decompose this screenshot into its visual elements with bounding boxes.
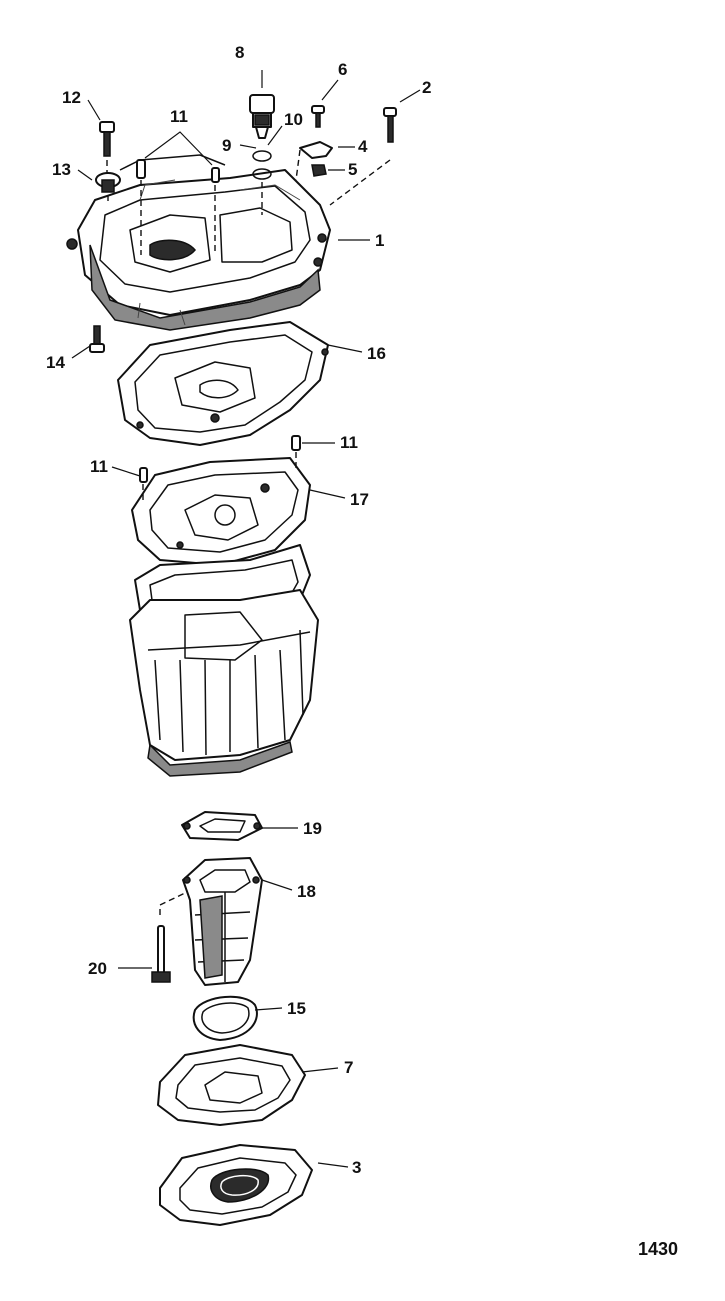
part-11-pin-left	[139, 467, 148, 500]
lower-block-assembly	[129, 544, 319, 777]
callout-5: 5	[348, 160, 357, 179]
part-3-adapter-plate	[159, 1144, 313, 1226]
callout-8: 8	[235, 43, 244, 62]
callout-labels: 1 2 3 4 5 6 7 8 9 10 11 11 11 12 13 14 1…	[46, 43, 431, 1177]
part-13-plug	[95, 172, 121, 205]
part-7-gasket	[157, 1044, 306, 1126]
callout-14: 14	[46, 353, 65, 372]
callout-13: 13	[52, 160, 71, 179]
part-20-bolt	[151, 892, 186, 983]
callout-11-left: 11	[90, 457, 108, 476]
callout-7: 7	[344, 1058, 353, 1077]
callout-1: 1	[375, 231, 384, 250]
part-8-sensor	[249, 94, 275, 139]
callout-6: 6	[338, 60, 347, 79]
callout-11-top: 11	[170, 107, 188, 126]
callout-9: 9	[222, 136, 231, 155]
part-12-bolt	[99, 121, 115, 180]
callout-11-right: 11	[340, 433, 358, 452]
callout-3: 3	[352, 1158, 361, 1177]
part-14-bolt	[89, 325, 105, 353]
part-5-nut	[311, 164, 327, 177]
callout-15: 15	[287, 999, 306, 1018]
part-1-housing	[66, 154, 331, 331]
part-10-o-ring	[252, 150, 272, 162]
part-4-bracket	[295, 141, 333, 181]
callout-18: 18	[297, 882, 316, 901]
part-17-plate	[131, 457, 311, 566]
part-6-screw	[311, 105, 325, 128]
callout-20: 20	[88, 959, 107, 978]
part-11-pin-top-right	[211, 167, 220, 255]
part-18-exhaust-tube	[182, 857, 263, 986]
callout-16: 16	[367, 344, 386, 363]
part-16-gasket	[117, 321, 329, 446]
callout-12: 12	[62, 88, 81, 107]
callout-4: 4	[358, 137, 368, 156]
figure-id: 1430	[638, 1239, 678, 1259]
part-11-pin-right	[291, 435, 301, 468]
callout-2: 2	[422, 78, 431, 97]
leader-lines	[71, 70, 421, 1168]
part-19-small-gasket	[181, 811, 263, 841]
part-15-seal-ring	[192, 995, 258, 1041]
callout-19: 19	[303, 819, 322, 838]
callout-17: 17	[350, 490, 369, 509]
part-9-o-ring	[252, 168, 272, 215]
part-11-pin-top-left	[136, 159, 146, 255]
callout-10: 10	[284, 110, 303, 129]
part-2-bolt	[329, 107, 397, 206]
